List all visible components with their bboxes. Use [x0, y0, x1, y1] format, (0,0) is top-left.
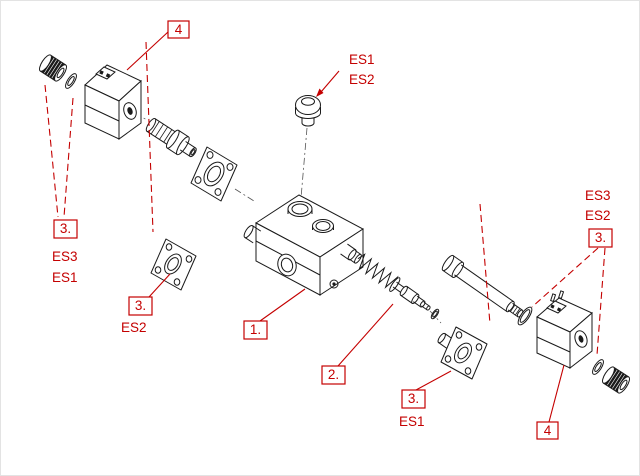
leader-flange-left — [148, 273, 171, 298]
cap-arrowhead-icon — [316, 88, 324, 97]
dash-right-vertical — [479, 203, 491, 325]
dash-seals-left-b — [63, 97, 74, 218]
label-seals-left-es1: ES1 — [52, 270, 78, 285]
ref-box-flange-right — [401, 389, 426, 409]
spring — [357, 253, 399, 289]
mounting-flange-left-upper — [190, 146, 238, 202]
ref-box-seals-left — [53, 219, 78, 239]
label-flange-left-es2: ES2 — [121, 320, 147, 335]
callout-layer: 4 3. ES3 ES1 3. ES2 1. ES1 ES2 2. 3. ES1… — [44, 20, 613, 440]
ref-box-seals-right — [588, 228, 613, 248]
leader-spool — [337, 303, 394, 367]
dash-seals-left-a — [44, 84, 59, 218]
ref-coil-right: 4 — [544, 423, 552, 438]
top-port-front — [312, 219, 334, 233]
ref-box-coil-left — [167, 20, 190, 39]
top-port-rear — [287, 201, 313, 217]
label-flange-right-es1: ES1 — [399, 414, 425, 429]
knurled-nut-right — [602, 366, 630, 394]
valve-body-end-stub — [243, 224, 262, 244]
coil-connector-right — [546, 290, 567, 314]
coil-connector-left — [95, 66, 116, 80]
solenoid-coil-left — [84, 64, 142, 140]
leader-body — [259, 288, 306, 322]
knurled-nut-left — [39, 54, 67, 82]
label-seals-right-es3: ES3 — [585, 188, 611, 203]
dash-left-vertical — [145, 41, 154, 233]
leader-flange-right — [415, 370, 452, 391]
ref-flange-left: 3. — [135, 298, 146, 313]
dash-seals-right-a — [531, 247, 599, 308]
seal-small-right — [430, 308, 440, 320]
ref-spool: 2. — [328, 367, 339, 382]
ref-box-flange-left — [128, 296, 153, 316]
top-cap — [295, 95, 321, 127]
o-ring-right-small — [592, 359, 604, 375]
ref-box-coil-right — [536, 421, 559, 440]
label-cap-es1: ES1 — [349, 52, 375, 67]
ref-body: 1. — [250, 322, 261, 337]
o-ring-right-large — [517, 306, 533, 326]
leader-coil-right — [548, 364, 565, 423]
label-seals-left-es3: ES3 — [52, 249, 78, 264]
valve-body — [243, 194, 364, 296]
solenoid-coil-right — [536, 290, 593, 370]
label-seals-right-es2: ES2 — [585, 208, 611, 223]
ref-coil-left: 4 — [175, 22, 183, 37]
ref-seals-left: 3. — [60, 221, 71, 236]
ref-box-spool — [321, 365, 346, 385]
spool-spring-assembly — [340, 243, 431, 311]
solenoid-tube-right — [441, 254, 524, 318]
leader-coil-left — [126, 31, 169, 71]
label-cap-es2: ES2 — [349, 72, 375, 87]
leader-cap — [320, 70, 340, 93]
dash-seals-right-b — [596, 247, 606, 356]
o-ring-left — [65, 73, 77, 89]
ref-flange-right: 3. — [408, 391, 419, 406]
mounting-flange-right — [437, 326, 488, 380]
mounting-flange-left-lower — [150, 238, 197, 291]
ref-box-body — [243, 320, 268, 340]
ref-seals-right: 3. — [595, 230, 606, 245]
solenoid-tube-left — [145, 118, 197, 158]
